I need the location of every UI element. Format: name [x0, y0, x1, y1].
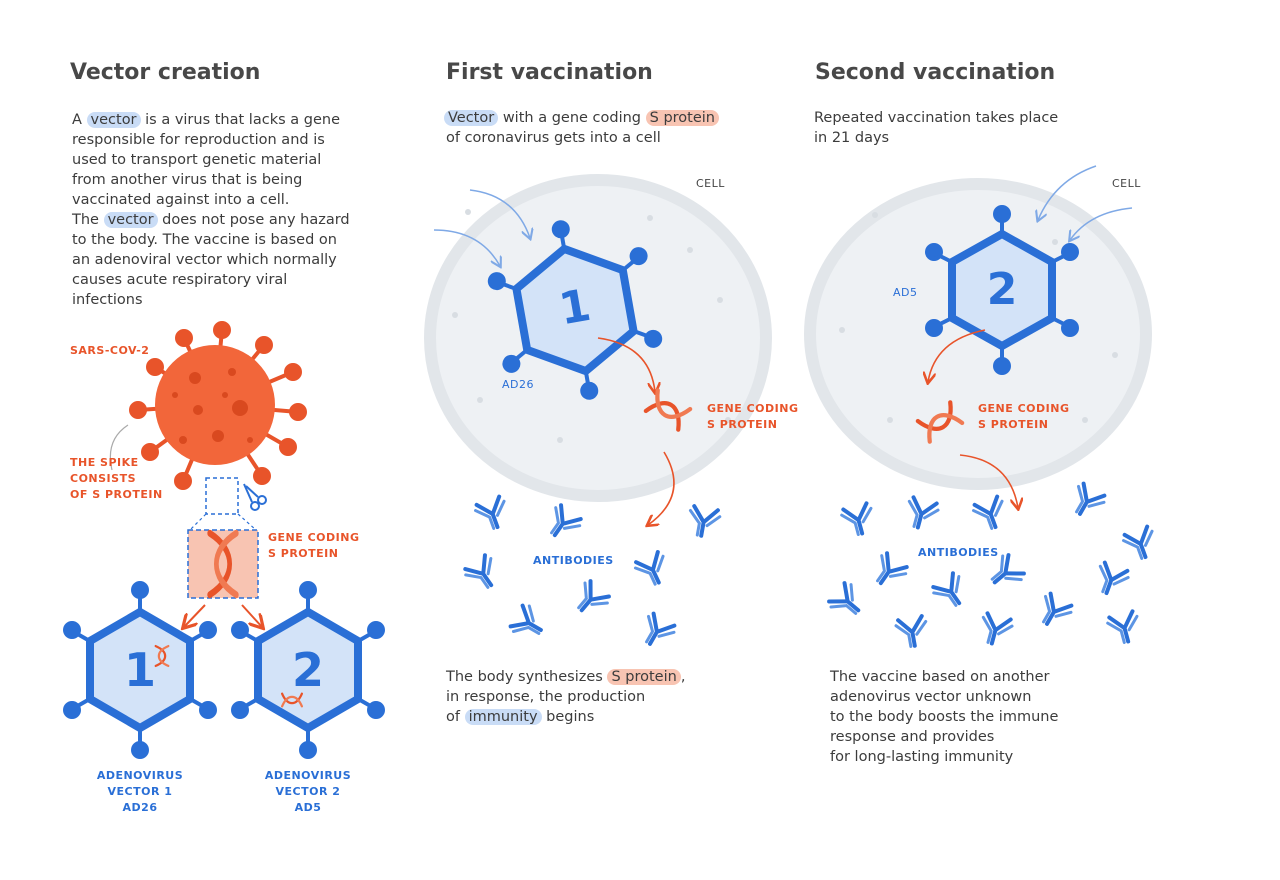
adenovirus-vector-2-icon — [231, 581, 385, 759]
antibodies-group-1 — [460, 493, 723, 654]
cell-1-label: CELL — [696, 177, 725, 190]
vector-2-number: 2 — [291, 643, 324, 697]
sars-cov-2-virus-icon — [129, 321, 307, 490]
highlight-immunity: immunity — [464, 709, 542, 725]
cell-2-label: CELL — [1112, 177, 1141, 190]
vector-2-in-cell-icon — [925, 205, 1079, 375]
adenovirus-vector-1-label: ADENOVIRUS VECTOR 1 AD26 — [96, 769, 184, 814]
ad5-label: AD5 — [893, 286, 918, 299]
highlight-s-protein: S protein — [607, 669, 681, 685]
antibodies-label-1: ANTIBODIES — [533, 554, 614, 567]
gene-coding-label-2: GENE CODING S PROTEIN — [978, 402, 1070, 431]
vector-creation-description: A vector is a virus that lacks a gene re… — [72, 112, 350, 308]
first-vaccination-title: First vaccination — [446, 60, 653, 85]
second-vaccination-title: Second vaccination — [815, 60, 1056, 85]
antibodies-group-2 — [825, 480, 1162, 651]
first-vaccination-outro: The body synthesizes S protein, in respo… — [446, 669, 686, 725]
gene-coding-label: GENE CODING S PROTEIN — [268, 531, 360, 560]
sars-cov-2-label: SARS-COV-2 — [70, 344, 150, 357]
vector-1-in-cell-icon — [487, 220, 663, 400]
highlight-vector: vector — [103, 212, 158, 228]
gene-box — [187, 529, 259, 599]
highlight-s-protein: S protein — [645, 110, 719, 126]
gene-coding-label-1: GENE CODING S PROTEIN — [707, 402, 799, 431]
ad26-label: AD26 — [502, 378, 534, 391]
first-vaccination-description: Vector with a gene coding S protein of c… — [444, 108, 719, 148]
scissors-icon — [243, 483, 267, 511]
spike-callout-line — [109, 424, 129, 471]
vector-1-number: 1 — [123, 643, 156, 697]
second-vaccination-outro: The vaccine based on another adenovirus … — [830, 669, 1059, 765]
highlight-vector: Vector — [444, 110, 499, 126]
cell-1-vector-number: 1 — [555, 279, 595, 336]
cell-2-vector-number: 2 — [986, 264, 1018, 315]
spike-label: THE SPIKE CONSISTS OF S PROTEIN — [70, 456, 163, 501]
adenovirus-vector-1-icon — [63, 581, 217, 759]
highlight-vector: vector — [86, 112, 141, 128]
adenovirus-vector-2-label: ADENOVIRUS VECTOR 2 AD5 — [264, 769, 352, 814]
spike-selection-box — [205, 477, 239, 515]
vector-creation-title: Vector creation — [70, 60, 261, 85]
second-vaccination-description: Repeated vaccination takes place in 21 d… — [814, 110, 1059, 146]
antibodies-label-2: ANTIBODIES — [918, 546, 999, 559]
